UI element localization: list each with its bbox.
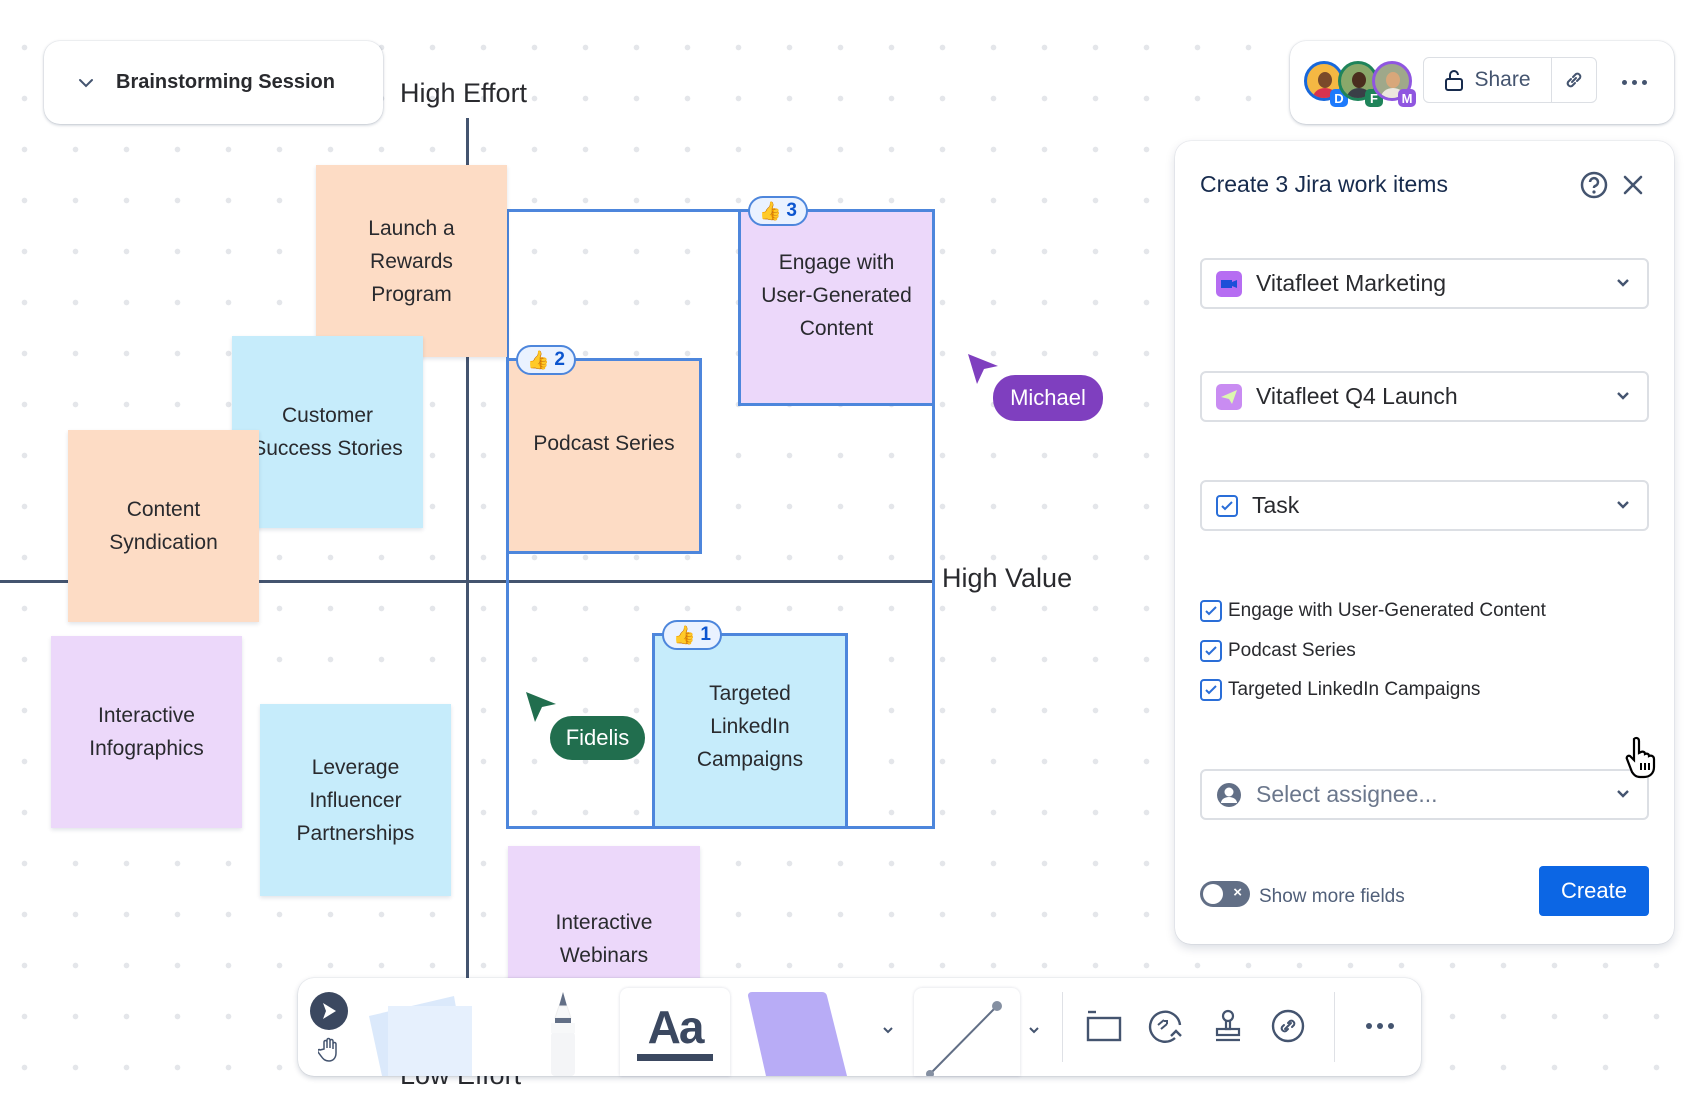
chevron-down-icon (1029, 1027, 1039, 1034)
toolbar-divider (1062, 992, 1063, 1062)
text-tool[interactable]: Aa (620, 988, 730, 1076)
thumbs-up-icon: 👍 (527, 349, 550, 370)
assignee-select[interactable]: Select assignee... (1200, 769, 1649, 820)
sticky-note[interactable]: Launch a Rewards Program (316, 165, 507, 357)
sticky-note-selected[interactable]: Targeted LinkedIn Campaigns (652, 633, 848, 829)
more-icon (1366, 1023, 1394, 1029)
sticky-note[interactable]: Customer Success Stories (232, 336, 423, 528)
sticky-notes-icon (369, 996, 472, 1076)
chevron-down-icon (1617, 790, 1629, 798)
shape-options-dropdown[interactable] (878, 1020, 898, 1040)
help-icon[interactable] (1579, 170, 1609, 200)
share-button[interactable]: Share (1424, 58, 1552, 102)
board-title-menu[interactable]: Brainstorming Session (44, 41, 383, 124)
frame-icon (1086, 1010, 1122, 1042)
user-icon (1216, 782, 1242, 808)
panel-title: Create 3 Jira work items (1200, 171, 1448, 197)
cursor-arrow-icon (968, 354, 998, 384)
ai-tool[interactable] (1146, 1006, 1186, 1046)
vertical-axis (466, 118, 469, 978)
line-icon (926, 1001, 1002, 1076)
link-tool[interactable] (1268, 1006, 1308, 1046)
hand-pointer-icon (1625, 736, 1656, 779)
line-options-dropdown[interactable] (1024, 1020, 1044, 1040)
axis-label-top: High Effort (400, 78, 528, 108)
work-item-checkbox-row[interactable]: Targeted LinkedIn Campaigns (1200, 679, 1480, 701)
pointer-icon (323, 1003, 336, 1019)
cursor-arrow-icon (526, 692, 556, 722)
toolbar-divider (1334, 992, 1335, 1062)
hand-tool[interactable] (312, 1034, 346, 1066)
shape-icon (748, 992, 847, 1076)
stamp-tool[interactable] (1208, 1006, 1248, 1046)
work-item-checkbox-row[interactable]: Engage with User-Generated Content (1200, 600, 1546, 622)
chevron-down-icon (74, 71, 98, 95)
epic-select[interactable]: Vitafleet Q4 Launch (1200, 371, 1649, 422)
select-tool[interactable] (310, 992, 348, 1030)
toggle-label: Show more fields (1259, 886, 1405, 907)
vote-badge[interactable]: 👍3 (748, 196, 808, 226)
jira-create-panel: Create 3 Jira work items Vitafleet Marke… (1175, 141, 1674, 944)
chevron-down-icon (1617, 501, 1629, 509)
thumbs-up-icon: 👍 (673, 624, 696, 645)
stamp-icon (1215, 1009, 1241, 1042)
horizontal-axis (0, 580, 935, 583)
show-more-fields-toggle[interactable]: × (1200, 881, 1250, 907)
avatar-initial: M (1398, 89, 1416, 107)
task-icon (1216, 494, 1238, 517)
checkbox[interactable] (1200, 600, 1222, 622)
sticky-note-selected[interactable]: Engage with User-Generated Content (738, 209, 935, 406)
line-tool[interactable] (914, 988, 1020, 1076)
close-icon[interactable] (1621, 173, 1645, 197)
sticky-note-selected[interactable]: Podcast Series (506, 358, 702, 554)
thumbs-up-icon: 👍 (759, 200, 782, 221)
hand-icon (318, 1037, 337, 1062)
checkbox[interactable] (1200, 640, 1222, 662)
frame-tool[interactable] (1084, 1006, 1124, 1046)
vote-badge[interactable]: 👍1 (662, 620, 722, 650)
sticky-note[interactable]: Content Syndication (68, 430, 259, 622)
shape-tool[interactable] (744, 990, 874, 1076)
create-button[interactable]: Create (1539, 866, 1649, 916)
work-item-checkbox-row[interactable]: Podcast Series (1200, 640, 1356, 662)
collaborator-cursor-label: Fidelis (550, 716, 645, 760)
ai-sparkle-icon (1148, 1010, 1182, 1043)
chevron-down-icon (1617, 392, 1629, 400)
marker-icon (551, 992, 575, 1076)
collaboration-bar: D F M Share (1290, 41, 1674, 124)
toggle-off-icon: × (1233, 884, 1242, 901)
project-select[interactable]: Vitafleet Marketing (1200, 258, 1649, 309)
board-title: Brainstorming Session (116, 71, 335, 93)
collaborator-cursor-label: Michael (993, 375, 1103, 421)
text-style-icon: Aa (637, 1003, 713, 1061)
vote-badge[interactable]: 👍2 (516, 345, 576, 375)
sticky-note[interactable]: Leverage Influencer Partnerships (260, 704, 451, 896)
sticky-note-tool[interactable] (366, 990, 486, 1076)
more-options-button[interactable] (1614, 65, 1654, 99)
link-circle-icon (1271, 1009, 1305, 1043)
work-type-select[interactable]: Task (1200, 480, 1649, 531)
more-icon (1621, 79, 1647, 85)
unlock-icon (1445, 70, 1464, 91)
more-tool[interactable] (1360, 1008, 1400, 1044)
copy-link-button[interactable] (1552, 58, 1596, 102)
axis-label-right: High Value (942, 563, 1073, 593)
link-icon (1566, 72, 1582, 88)
chevron-down-icon (883, 1027, 893, 1034)
bottom-toolbar: Aa (298, 978, 1421, 1076)
marker-tool[interactable] (538, 988, 588, 1076)
checkbox[interactable] (1200, 679, 1222, 701)
epic-icon (1216, 383, 1242, 410)
share-group: Share (1423, 57, 1597, 103)
chevron-down-icon (1617, 279, 1629, 287)
sticky-note[interactable]: Interactive Infographics (51, 636, 242, 828)
project-icon (1216, 270, 1242, 297)
